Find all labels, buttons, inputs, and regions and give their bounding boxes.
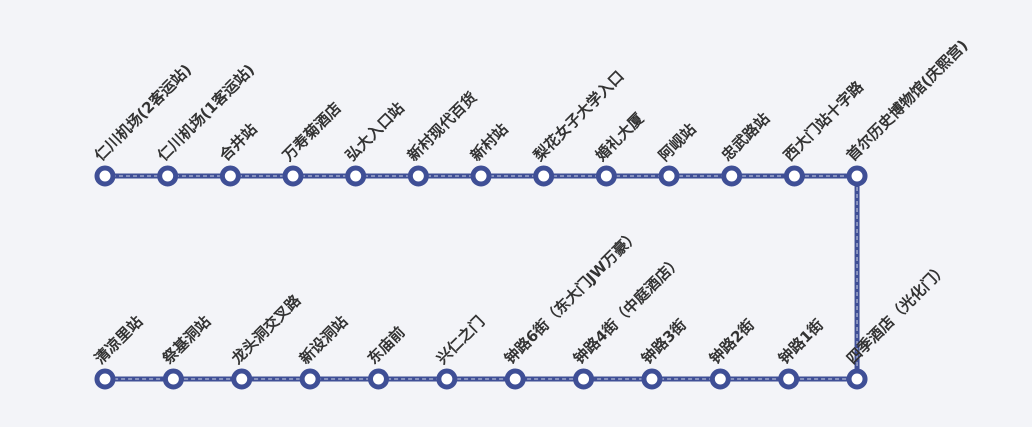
route-line-dash <box>105 175 858 380</box>
station-dot-row1-10 <box>721 165 743 187</box>
station-dot-row2-10 <box>778 368 800 390</box>
station-dot-row2-8 <box>641 368 663 390</box>
station-dot-row1-6 <box>470 165 492 187</box>
station-dot-row2-0 <box>94 368 116 390</box>
station-dot-row2-11 <box>846 368 868 390</box>
station-dot-row1-12 <box>846 165 868 187</box>
route-line <box>105 173 860 382</box>
station-dot-row1-0 <box>94 165 116 187</box>
station-dot-row1-11 <box>783 165 805 187</box>
station-dot-row1-5 <box>407 165 429 187</box>
station-dot-row2-3 <box>299 368 321 390</box>
station-dot-row1-7 <box>533 165 555 187</box>
station-dot-row1-9 <box>658 165 680 187</box>
station-dot-row2-2 <box>231 368 253 390</box>
station-dot-row1-3 <box>282 165 304 187</box>
station-dot-row2-7 <box>573 368 595 390</box>
station-dot-row2-4 <box>367 368 389 390</box>
station-dot-row1-1 <box>157 165 179 187</box>
station-dot-row1-4 <box>345 165 367 187</box>
station-dot-row2-5 <box>436 368 458 390</box>
station-dot-row2-6 <box>504 368 526 390</box>
station-dot-row1-8 <box>595 165 617 187</box>
station-dot-row2-9 <box>709 368 731 390</box>
station-dot-row1-2 <box>219 165 241 187</box>
station-dot-row2-1 <box>162 368 184 390</box>
